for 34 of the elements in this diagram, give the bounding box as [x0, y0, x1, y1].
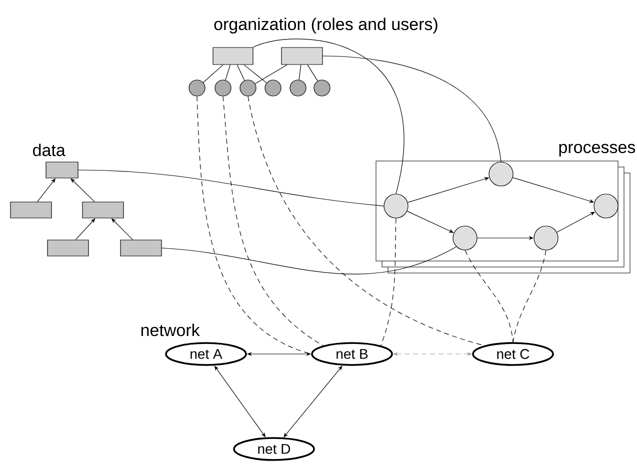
data-box	[10, 202, 52, 218]
connector-line	[202, 64, 224, 83]
dashed-line	[512, 250, 546, 342]
group-heading: processes	[559, 144, 636, 157]
group-heading: organization (roles and users)	[214, 18, 438, 34]
connector-line	[244, 64, 267, 84]
role-box	[281, 47, 323, 65]
connector-line	[78, 170, 384, 206]
user-circle	[188, 80, 206, 96]
connector-line	[236, 64, 245, 81]
user-circle	[240, 80, 256, 96]
dashed-line	[464, 250, 514, 342]
role-box	[212, 47, 254, 65]
arrow	[284, 366, 342, 438]
connector-line	[253, 38, 404, 194]
connector-line	[254, 64, 288, 84]
connector-line	[225, 64, 231, 80]
user-circle	[264, 80, 282, 96]
data-box	[120, 240, 162, 256]
data-box	[47, 240, 89, 256]
data-box	[46, 162, 78, 178]
user-circle	[290, 80, 306, 96]
connector-line	[298, 64, 302, 80]
user-circle	[314, 80, 330, 96]
group-heading: network	[141, 324, 200, 336]
connector-line	[307, 64, 318, 82]
connector-line	[162, 246, 457, 274]
dashed-line	[222, 96, 324, 346]
group-heading: data	[33, 144, 66, 156]
dashed-line	[380, 218, 396, 346]
data-box	[82, 202, 124, 218]
connector-line	[322, 56, 502, 162]
user-circle	[214, 80, 232, 96]
dashed-line	[248, 96, 484, 346]
